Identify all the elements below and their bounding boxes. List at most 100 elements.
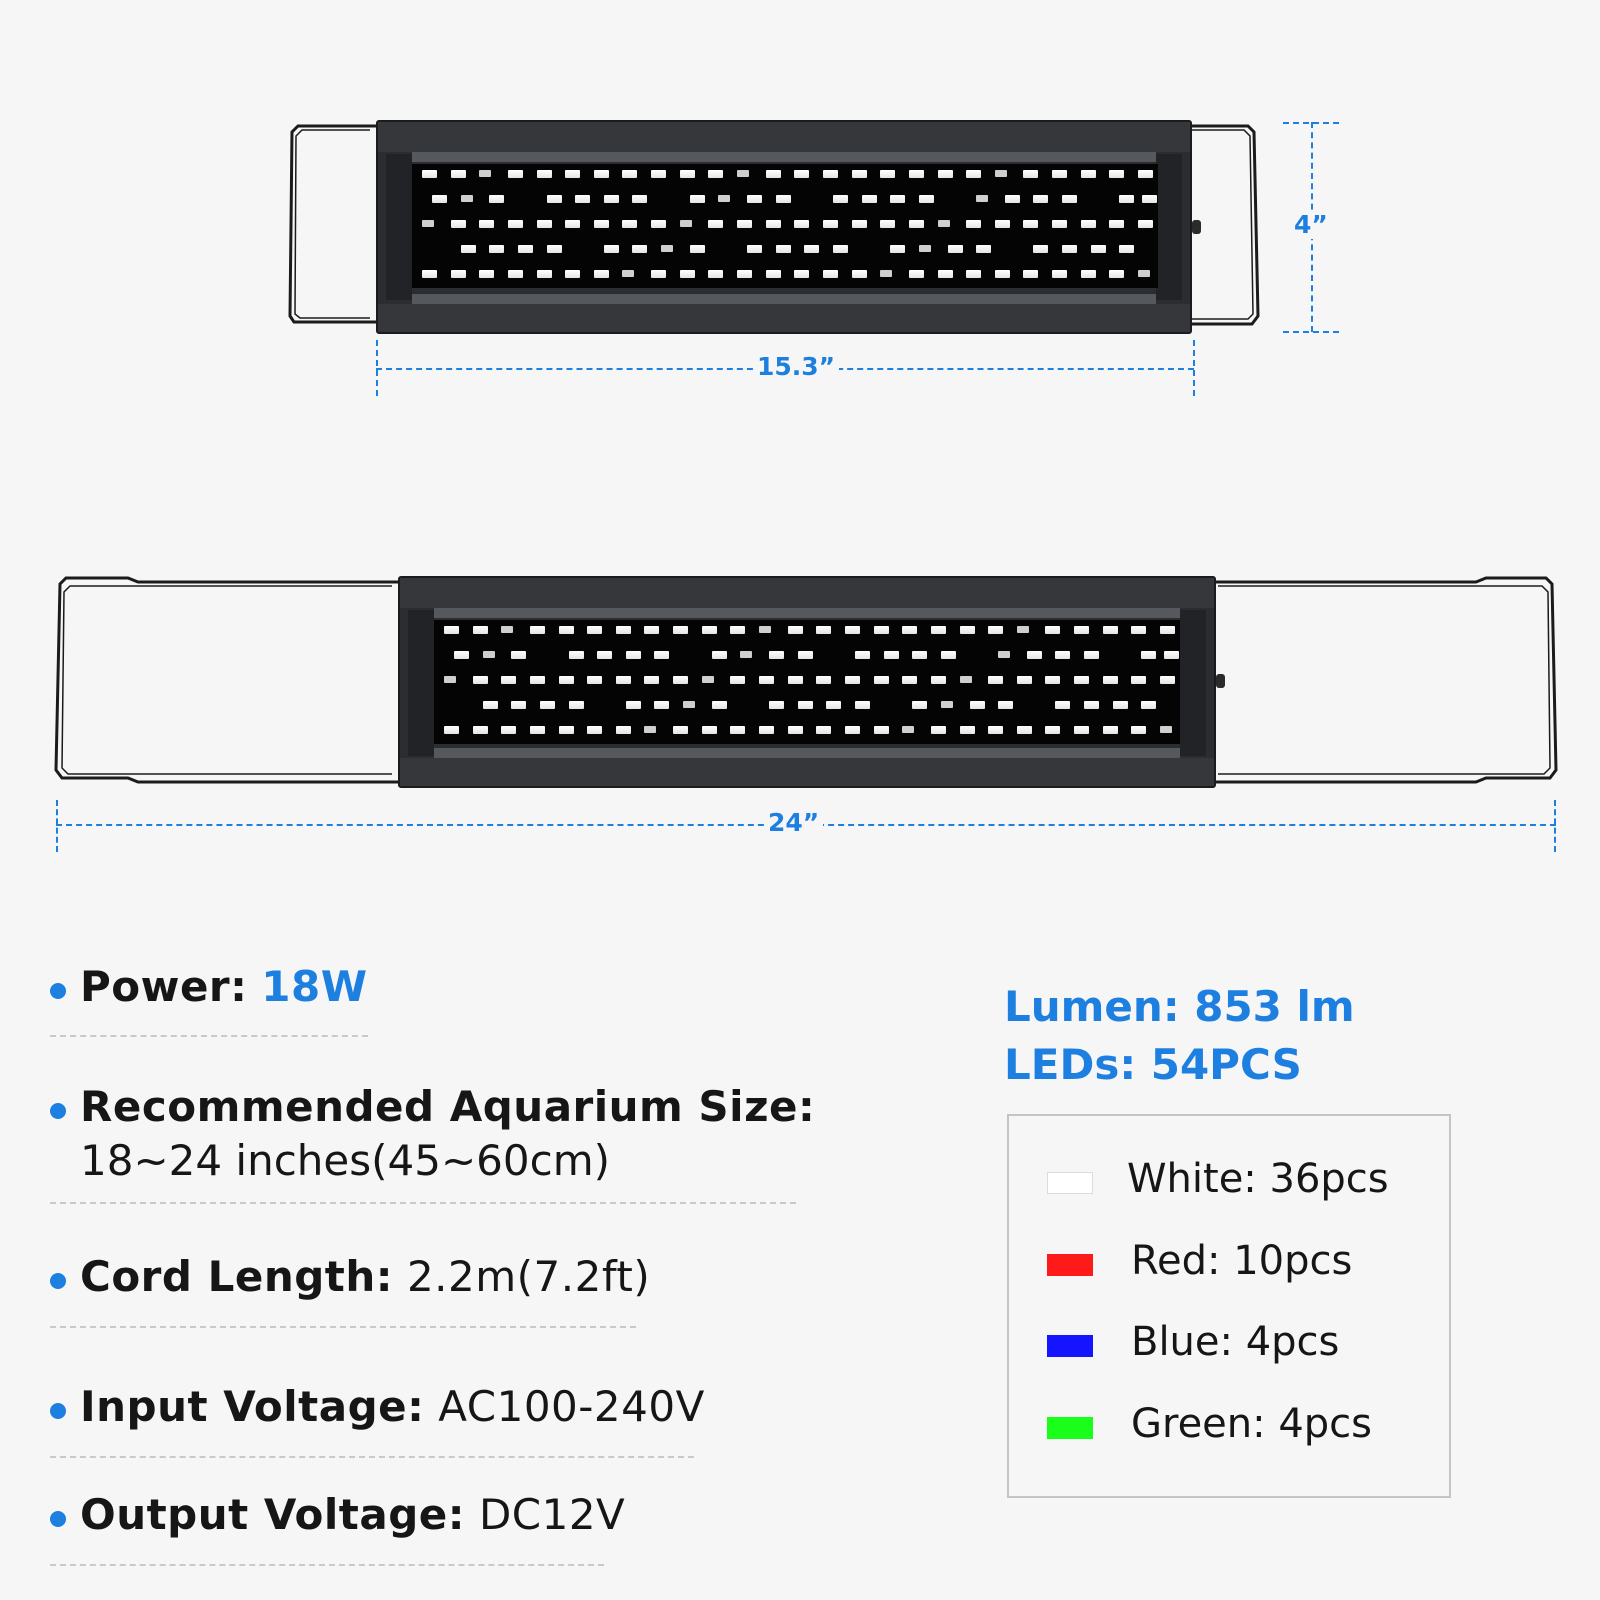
led-chip <box>679 170 695 178</box>
led-chip <box>625 701 641 709</box>
led-chip <box>1084 701 1100 709</box>
led-chip <box>908 270 924 278</box>
led-chip <box>747 195 763 203</box>
led-chip <box>826 701 842 709</box>
led-chip <box>654 651 670 659</box>
spec-divider <box>50 1456 694 1458</box>
legend-label: Blue: 4pcs <box>1131 1319 1340 1365</box>
led-chip <box>1052 170 1068 178</box>
led-chip <box>844 626 860 634</box>
led-chip <box>765 270 781 278</box>
led-chip <box>1033 245 1049 253</box>
led-chip <box>1131 626 1147 634</box>
led-chip <box>902 626 918 634</box>
led-chip <box>1119 245 1135 253</box>
led-chip <box>994 220 1010 228</box>
led-chip <box>1045 676 1061 684</box>
led-chip <box>816 676 832 684</box>
led-chip <box>615 626 631 634</box>
large-fixture-inner-lip <box>434 608 1180 618</box>
led-chip <box>689 245 705 253</box>
led-chip <box>959 676 972 683</box>
led-chip <box>529 626 545 634</box>
led-chip <box>701 676 714 683</box>
led-chip <box>479 270 495 278</box>
led-chip <box>966 170 982 178</box>
led-chip <box>479 170 492 177</box>
blue-swatch <box>1047 1335 1093 1357</box>
red-swatch <box>1047 1254 1093 1276</box>
led-chip <box>517 245 533 253</box>
large-fixture-left-cap <box>408 610 434 756</box>
led-chip <box>737 220 753 228</box>
led-chip <box>632 245 648 253</box>
large-fixture-lower-lip <box>434 748 1180 758</box>
led-chip <box>937 270 953 278</box>
led-chip <box>673 726 689 734</box>
led-chip <box>718 195 731 202</box>
led-chip <box>565 220 581 228</box>
led-chip <box>432 195 447 203</box>
led-chip <box>1045 626 1061 634</box>
spec-label: Output Voltage: <box>80 1490 466 1539</box>
large-fixture-bottom-rail <box>400 758 1214 786</box>
led-chip <box>1131 726 1147 734</box>
led-chip <box>603 195 619 203</box>
large-fixture-brackets <box>54 576 1558 784</box>
led-chip <box>994 170 1007 177</box>
led-chip <box>969 701 985 709</box>
spec-divider <box>50 1326 636 1328</box>
led-chip <box>1138 220 1153 228</box>
led-chip <box>1052 220 1068 228</box>
led-chip <box>651 270 667 278</box>
led-chip <box>593 270 609 278</box>
led-chip <box>673 626 689 634</box>
led-chip <box>912 651 928 659</box>
led-chip <box>644 676 660 684</box>
small-fixture-left-cap <box>386 154 412 300</box>
led-chip <box>880 220 896 228</box>
led-chip <box>1138 270 1150 277</box>
led-chip <box>422 270 437 278</box>
led-chip <box>651 170 667 178</box>
led-chip <box>536 270 552 278</box>
led-chip <box>966 220 982 228</box>
led-chip <box>937 170 953 178</box>
large-fixture-power-knob <box>1216 674 1225 688</box>
led-chip <box>930 626 946 634</box>
led-chip <box>708 170 724 178</box>
led-chip <box>851 170 867 178</box>
led-count-text: LEDs: 54PCS <box>1004 1040 1302 1089</box>
spec-label: Power: <box>80 962 248 1011</box>
small-height-bottom-tick <box>1283 331 1339 333</box>
led-chip <box>501 626 514 633</box>
small-fixture-brackets <box>288 124 1260 326</box>
led-chip <box>994 270 1010 278</box>
led-color-legend: White: 36pcs Red: 10pcs Blue: 4pcs Green… <box>1007 1114 1451 1498</box>
led-chip <box>775 245 791 253</box>
led-chip <box>479 220 495 228</box>
led-chip <box>1080 270 1096 278</box>
large-fixture-led-grid <box>436 618 1182 742</box>
led-chip <box>444 626 459 634</box>
led-chip <box>460 245 476 253</box>
led-chip <box>450 270 466 278</box>
led-chip <box>460 195 473 202</box>
led-chip <box>501 726 517 734</box>
led-chip <box>1119 195 1135 203</box>
spec-value: 2.2m(7.2ft) <box>406 1252 651 1301</box>
led-chip <box>880 270 893 277</box>
led-chip <box>454 651 469 659</box>
led-chip <box>450 220 466 228</box>
spec-value: DC12V <box>478 1490 626 1539</box>
led-chip <box>651 220 667 228</box>
led-chip <box>539 701 555 709</box>
led-chip <box>794 170 810 178</box>
led-chip <box>988 626 1004 634</box>
led-chip <box>422 170 437 178</box>
led-chip <box>918 245 931 252</box>
white-swatch <box>1047 1172 1093 1194</box>
led-chip <box>851 220 867 228</box>
led-chip <box>597 651 613 659</box>
led-chip <box>854 701 870 709</box>
